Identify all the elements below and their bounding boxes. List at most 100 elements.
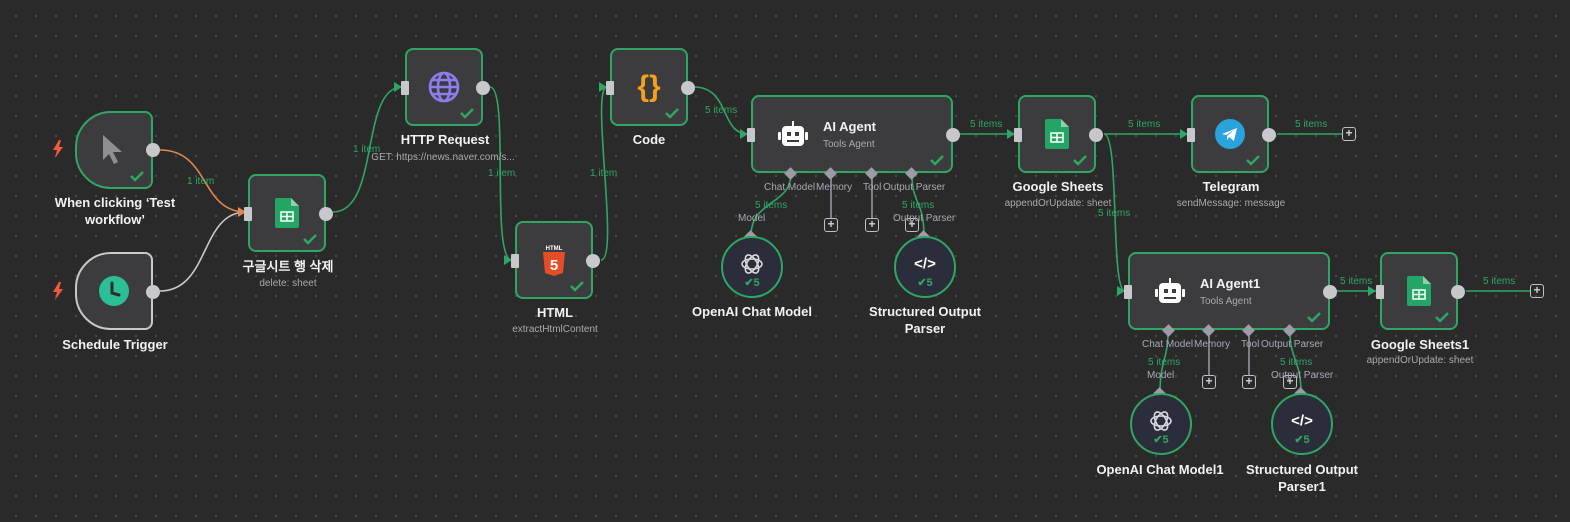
add-memory-button[interactable]: +: [1202, 375, 1216, 389]
check-icon: [570, 281, 584, 292]
port-label: Output Parser: [883, 182, 946, 193]
output-handle[interactable]: [586, 254, 600, 268]
node-subtitle: sendMessage: message: [1176, 198, 1286, 209]
edge-label: 5 items: [902, 200, 935, 211]
input-handle[interactable]: [1376, 285, 1384, 299]
node-structured-output-parser[interactable]: </> ✔5: [894, 236, 956, 298]
input-handle[interactable]: [747, 128, 755, 142]
check-icon: [303, 234, 317, 245]
node-label: HTTP Request: [400, 132, 490, 147]
node-schedule-trigger[interactable]: [75, 252, 160, 330]
node-telegram[interactable]: [1187, 95, 1276, 173]
node-openai-chat-model1[interactable]: ✔5: [1130, 393, 1192, 455]
google-sheets-icon: [1407, 276, 1431, 306]
output-handle[interactable]: [681, 81, 695, 95]
code-tag-icon: </>: [1291, 412, 1313, 430]
input-handle[interactable]: [244, 207, 252, 221]
edge-label: 5 items: [1483, 276, 1516, 287]
port-label: Output Parser: [1261, 339, 1324, 350]
add-output-parser-button[interactable]: +: [905, 218, 919, 232]
input-handle[interactable]: [511, 254, 519, 268]
add-node-button[interactable]: +: [1342, 127, 1356, 141]
add-node-button[interactable]: +: [1530, 284, 1544, 298]
node-structured-output-parser1[interactable]: </> ✔5: [1271, 393, 1333, 455]
output-handle[interactable]: [146, 285, 160, 299]
output-handle[interactable]: [1262, 128, 1276, 142]
run-count: ✔5: [744, 277, 760, 289]
node-google-sheets[interactable]: [1014, 95, 1103, 173]
edge-label: 1 item: [590, 168, 618, 179]
edge-label: 5 items: [1128, 119, 1161, 130]
add-tool-button[interactable]: +: [1242, 375, 1256, 389]
input-handle[interactable]: [1124, 285, 1132, 299]
google-sheets-icon: [1045, 119, 1069, 149]
node-label: HTML: [536, 305, 574, 320]
output-handle[interactable]: [319, 207, 333, 221]
node-manual-trigger[interactable]: [75, 111, 160, 189]
node-code[interactable]: {}: [606, 48, 695, 126]
output-handle[interactable]: [1451, 285, 1465, 299]
node-google-sheets1[interactable]: [1376, 252, 1465, 330]
check-icon: [1073, 155, 1087, 166]
node-label: Google Sheets: [1012, 179, 1104, 194]
node-subtitle: appendOrUpdate: sheet: [1366, 355, 1474, 366]
node-subtitle: GET: https://news.naver.com/s...: [371, 152, 515, 163]
output-handle[interactable]: [946, 128, 960, 142]
globe-icon: [428, 71, 460, 103]
node-label: OpenAI Chat Model: [692, 304, 812, 319]
node-subtitle: delete: sheet: [259, 278, 317, 289]
port-label: Tool: [863, 182, 882, 193]
port-label: Memory: [1194, 339, 1231, 350]
port-label: Model: [738, 213, 766, 224]
node-label: Structured Output Parser: [869, 304, 981, 336]
edge-label: 5 items: [705, 105, 738, 116]
node-subtitle: extractHtmlContent: [512, 324, 598, 335]
edge-label: 5 items: [1280, 357, 1313, 368]
port-label: Model: [1147, 370, 1175, 381]
code-tag-icon: </>: [914, 255, 936, 273]
edge-label: 5 items: [1340, 276, 1373, 287]
google-sheets-icon: [275, 198, 299, 228]
node-openai-chat-model[interactable]: ✔5: [721, 236, 783, 298]
output-handle[interactable]: [476, 81, 490, 95]
node-label: Google Sheets1: [1370, 337, 1470, 352]
input-handle[interactable]: [401, 81, 409, 95]
bolt-icon: [52, 140, 64, 163]
node-subtitle: Tools Agent: [1200, 296, 1252, 307]
run-count: ✔5: [917, 277, 933, 289]
telegram-icon: [1214, 118, 1246, 150]
output-handle[interactable]: [1089, 128, 1103, 142]
add-memory-button[interactable]: +: [824, 218, 838, 232]
check-icon: [1435, 312, 1449, 323]
port-label: Chat Model: [764, 182, 816, 193]
node-label: Schedule Trigger: [62, 337, 168, 352]
output-handle[interactable]: [1323, 285, 1337, 299]
node-ai-agent1[interactable]: AI Agent1 Tools Agent: [1124, 252, 1337, 330]
svg-text:HTML: HTML: [546, 246, 563, 252]
clock-icon: [98, 275, 130, 307]
node-label: Code: [632, 132, 666, 147]
edge-label: 5 items: [970, 119, 1003, 130]
output-handle[interactable]: [146, 143, 160, 157]
edge-label: 1 item: [488, 168, 516, 179]
node-ai-agent[interactable]: AI Agent Tools Agent: [747, 95, 960, 173]
node-sheet-delete[interactable]: [244, 174, 333, 252]
check-icon: [130, 171, 144, 182]
port-label: Output Parser: [893, 213, 956, 224]
input-handle[interactable]: [1014, 128, 1022, 142]
port-label: Output Parser: [1271, 370, 1334, 381]
add-output-parser-button[interactable]: +: [1283, 375, 1297, 389]
edge-label: 5 items: [1098, 208, 1131, 219]
node-subtitle: Tools Agent: [823, 139, 875, 150]
node-label: 구글시트 행 삭제: [242, 259, 334, 274]
add-tool-button[interactable]: +: [865, 218, 879, 232]
input-handle[interactable]: [606, 81, 614, 95]
port-label: Memory: [816, 182, 853, 193]
input-handle[interactable]: [1187, 128, 1195, 142]
node-http-request[interactable]: [401, 48, 490, 126]
check-icon: [460, 108, 474, 119]
openai-icon: [1149, 409, 1173, 433]
